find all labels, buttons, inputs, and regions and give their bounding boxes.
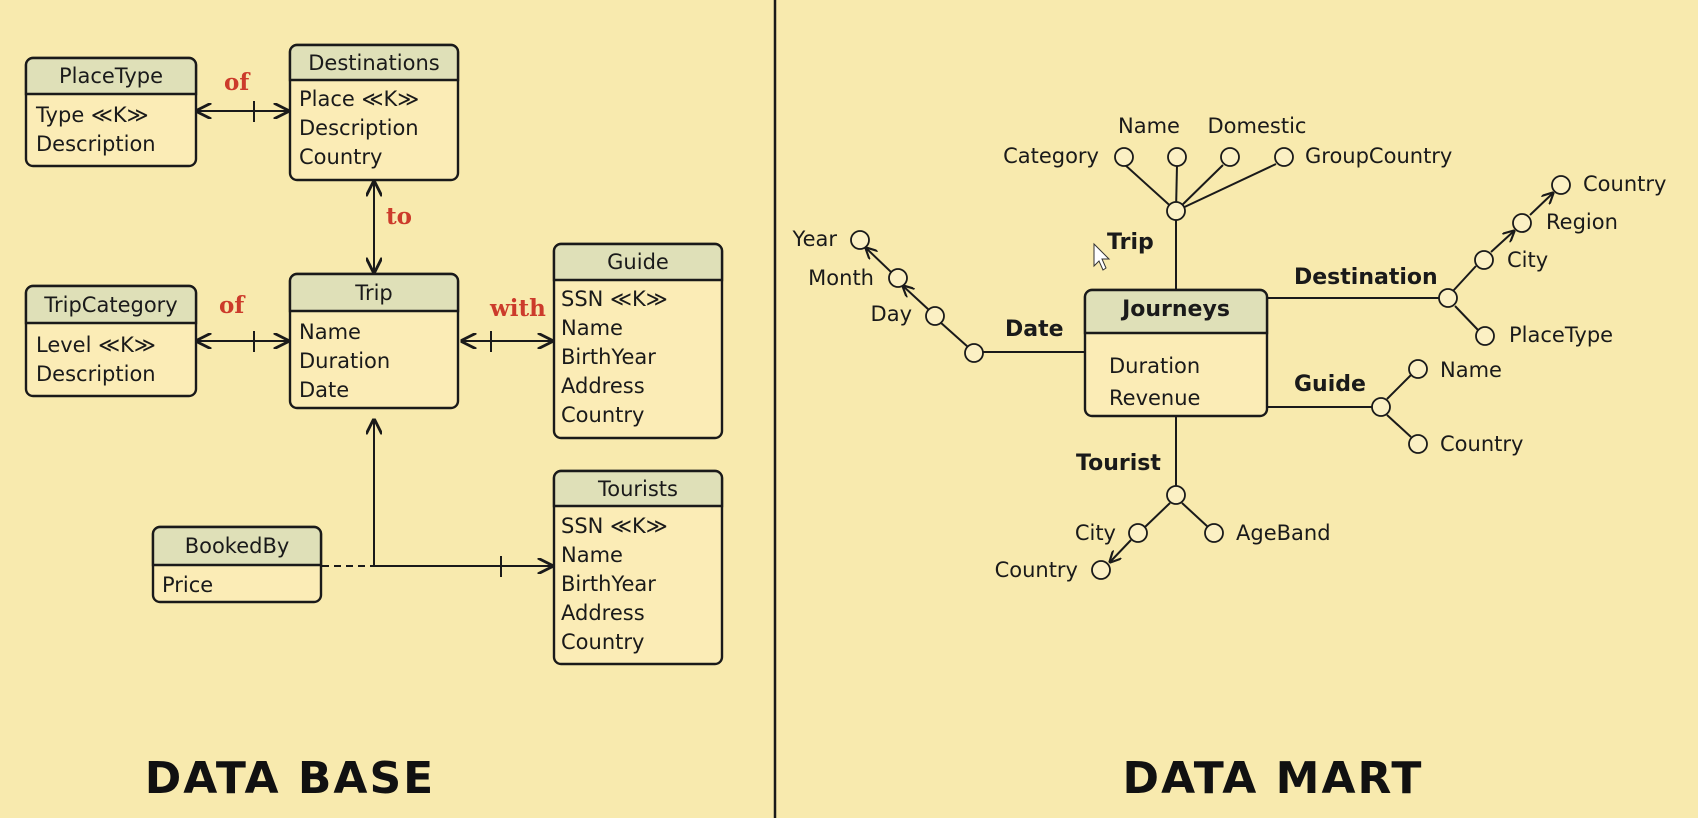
entity-attribute: Country bbox=[299, 145, 382, 169]
entity-attribute: SSN ≪K≫ bbox=[561, 514, 668, 538]
attribute-label: Country bbox=[1440, 432, 1523, 456]
fact-measure: Duration bbox=[1109, 354, 1200, 378]
fact-title: Journeys bbox=[1120, 297, 1230, 322]
dimension-label-destination: Destination bbox=[1294, 265, 1438, 290]
entity-guide: Guide SSN ≪K≫ Name BirthYear Address Cou… bbox=[552, 242, 724, 440]
datamart-title: DATA MART bbox=[1123, 753, 1424, 804]
fact-measure: Revenue bbox=[1109, 386, 1200, 410]
entity-attribute: Duration bbox=[299, 349, 390, 373]
entity-attribute: Country bbox=[561, 630, 644, 654]
relation-label-of: of bbox=[219, 292, 246, 319]
dfm-nodes bbox=[850, 147, 1571, 580]
attribute-label: Name bbox=[1118, 114, 1180, 138]
attribute-label: Country bbox=[995, 558, 1078, 582]
database-title: DATA BASE bbox=[145, 753, 435, 804]
entity-attribute: Type ≪K≫ bbox=[35, 103, 149, 127]
entity-title: PlaceType bbox=[59, 64, 163, 88]
entity-title: BookedBy bbox=[185, 534, 290, 558]
entity-attribute: SSN ≪K≫ bbox=[561, 287, 668, 311]
attribute-label: AgeBand bbox=[1236, 521, 1331, 545]
entity-attribute: Name bbox=[561, 316, 623, 340]
dimension-label-trip: Trip bbox=[1107, 230, 1154, 255]
er-connectors bbox=[197, 101, 552, 577]
entity-title: TripCategory bbox=[43, 293, 177, 317]
relation-label-to: to bbox=[386, 203, 412, 230]
attribute-label: Year bbox=[792, 227, 838, 251]
entity-title: Tourists bbox=[597, 477, 678, 501]
attribute-label: Category bbox=[1003, 144, 1099, 168]
entity-attribute: Address bbox=[561, 601, 645, 625]
attribute-label: Region bbox=[1546, 210, 1618, 234]
attribute-label: City bbox=[1507, 248, 1548, 272]
entity-attribute: Description bbox=[36, 132, 156, 156]
entity-title: Guide bbox=[607, 250, 669, 274]
relation-label-with: with bbox=[489, 295, 546, 322]
entity-attribute: Description bbox=[36, 362, 156, 386]
attribute-label: Month bbox=[808, 266, 874, 290]
fact-journeys: Journeys Duration Revenue bbox=[1083, 288, 1269, 418]
dimension-label-date: Date bbox=[1005, 317, 1064, 342]
mouse-cursor-icon bbox=[1093, 242, 1111, 271]
attribute-label: Name bbox=[1440, 358, 1502, 382]
entity-attribute: Address bbox=[561, 374, 645, 398]
entity-attribute: BirthYear bbox=[561, 572, 656, 596]
entity-attribute: Price bbox=[162, 573, 213, 597]
attribute-label: GroupCountry bbox=[1305, 144, 1452, 168]
entity-attribute: Country bbox=[561, 403, 644, 427]
entity-bookedby: BookedBy Price bbox=[151, 525, 323, 604]
entity-attribute: Name bbox=[561, 543, 623, 567]
dimension-label-tourist: Tourist bbox=[1076, 451, 1161, 476]
relation-label-of: of bbox=[224, 69, 251, 96]
entity-title: Trip bbox=[354, 281, 393, 305]
attribute-label: Domestic bbox=[1208, 114, 1307, 138]
dfm-lines bbox=[866, 163, 1553, 562]
entity-placetype: PlaceType Type ≪K≫ Description bbox=[24, 56, 198, 168]
entity-tourists: Tourists SSN ≪K≫ Name BirthYear Address … bbox=[552, 469, 724, 666]
entity-attribute: Place ≪K≫ bbox=[299, 87, 419, 111]
entity-title: Destinations bbox=[308, 51, 439, 75]
entity-trip: Trip Name Duration Date bbox=[288, 272, 460, 410]
entity-attribute: Description bbox=[299, 116, 419, 140]
attribute-label: PlaceType bbox=[1509, 323, 1613, 347]
entity-attribute: BirthYear bbox=[561, 345, 656, 369]
entity-attribute: Date bbox=[299, 378, 349, 402]
entity-attribute: Level ≪K≫ bbox=[36, 333, 156, 357]
attribute-label: City bbox=[1075, 521, 1116, 545]
attribute-label: Day bbox=[871, 302, 912, 326]
entity-tripcategory: TripCategory Level ≪K≫ Description bbox=[24, 284, 198, 398]
entity-destinations: Destinations Place ≪K≫ Description Count… bbox=[288, 43, 460, 182]
entity-attribute: Name bbox=[299, 320, 361, 344]
dimension-label-guide: Guide bbox=[1294, 372, 1366, 397]
attribute-label: Country bbox=[1583, 172, 1666, 196]
